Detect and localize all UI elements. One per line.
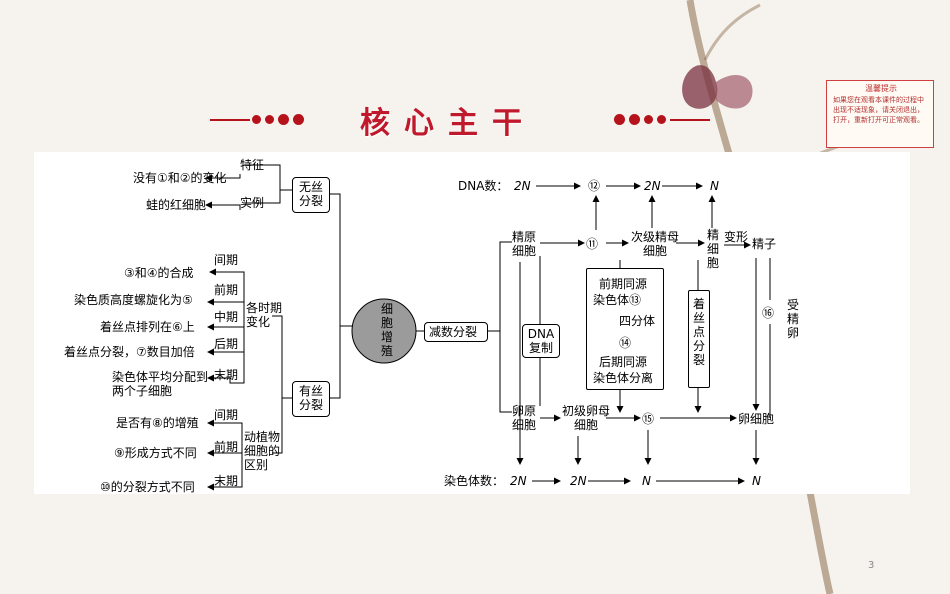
spermatid: 精细胞 [706,228,719,270]
difference-text: ⑩的分裂方式不同 [100,480,195,494]
meiosis1-text: 染色体分离 [593,371,654,385]
page-number: 3 [868,560,875,571]
chromosome-row-label: 染色体数： [444,474,505,488]
transform-label: 变形 [724,230,749,244]
title-dot [252,115,261,124]
stage-label: 中期 [214,310,239,324]
meiosis-node: 减数分裂 [424,322,488,342]
difference-text: ⑨形成方式不同 [114,446,197,460]
centromere-split-box: 着丝点分裂 [688,290,710,388]
meiosis1-text: 后期同源 [599,355,648,369]
primary-spermatocyte: ⑪ [586,237,599,251]
oogonium: 卵原细胞 [512,404,537,432]
difference-stage: 间期 [214,408,239,422]
fertilization-number: ⑯ [762,306,775,320]
amitosis-feature: 没有①和②的变化 [133,171,227,185]
secondary-spermatocyte: 次级精母细胞 [630,230,679,258]
meiosis1-text: 染色体⑬ [593,293,642,307]
title-dot [644,115,653,124]
title-dot [614,114,625,125]
secondary-oocyte: ⑮ [642,412,655,426]
meiosis1-text: 前期同源 [599,277,648,291]
stage-change-label: 各时期变化 [246,301,283,329]
center-node-label: 细胞增殖 [381,302,394,358]
mitosis-node: 有丝分裂 [292,381,330,417]
stage-text: 着丝点排列在⑥上 [100,320,195,334]
ootid: 卵细胞 [738,412,775,426]
chromosome-value: N [642,474,651,488]
title-decoration-right [670,119,710,121]
page-title: 核心主干 [360,106,536,141]
meiosis1-text: 四分体 [619,314,656,328]
difference-stage: 前期 [214,440,239,454]
dna-value: 2N [514,179,531,193]
tip-text: 如果您在观看本课件的过程中出现不适现象，请关闭退出，打开，重新打开可正常观看。 [833,96,924,124]
title-decoration-left [210,119,250,121]
sperm: 精子 [752,237,777,251]
stage-label: 间期 [214,253,239,267]
difference-stage: 末期 [214,474,239,488]
stage-text: 染色质高度螺旋化为⑤ [74,293,193,307]
dna-value: 2N [644,179,661,193]
chromosome-value: N [752,474,761,488]
spermatogonium: 精原细胞 [512,230,537,258]
stage-label: 末期 [214,368,239,382]
difference-text: 是否有⑧的增殖 [116,416,199,430]
center-node-circle [351,298,417,364]
title-dot [265,115,274,124]
difference-label: 动植物细胞的区别 [244,430,281,472]
mitosis-label: 有丝分裂 [298,384,323,412]
title-dot [657,115,666,124]
title-dot [293,114,304,125]
stage-label: 后期 [214,337,239,351]
amitosis-label: 无丝分裂 [298,180,323,208]
dna-value: ⑫ [588,179,601,193]
chromosome-value: 2N [510,474,527,488]
dna-row-label: DNA数： [458,179,509,193]
title-dot [629,114,640,125]
fertilized-egg: 受精卵 [786,298,799,340]
dna-replication-node: DNA复制 [522,324,560,358]
stage-text: 着丝点分裂，⑦数目加倍 [64,345,195,359]
stage-text: ③和④的合成 [124,266,194,280]
stage-label: 前期 [214,283,239,297]
amitosis-example: 蛙的红细胞 [146,198,207,212]
title-dot [278,114,289,125]
meiosis1-box: 前期同源 染色体⑬ 四分体 ⑭ 后期同源 染色体分离 [586,268,664,390]
amitosis-node: 无丝分裂 [292,177,330,213]
chromosome-value: 2N [570,474,587,488]
meiosis-label: 减数分裂 [429,325,478,339]
centromere-split-label: 着丝点分裂 [692,297,705,367]
amitosis-example-label: 实例 [240,196,265,210]
dna-replication-label: DNA复制 [527,327,555,355]
amitosis-feature-label: 特征 [240,158,265,172]
tip-title: 温馨提示 [865,84,897,93]
tip-box: 温馨提示 如果您在观看本课件的过程中出现不适现象，请关闭退出，打开，重新打开可正… [826,80,934,148]
primary-oocyte: 初级卵母细胞 [561,404,610,432]
meiosis1-text: ⑭ [619,336,632,350]
dna-value: N [710,179,719,193]
stage-text: 染色体平均分配到两个子细胞 [112,370,209,398]
